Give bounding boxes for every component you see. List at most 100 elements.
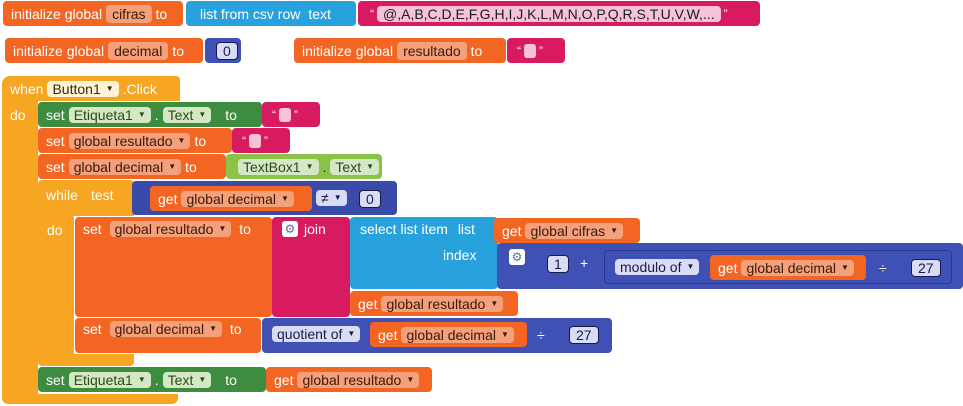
- list-from-csv-row-block[interactable]: list from csv row text: [186, 1, 356, 26]
- while-label: while: [46, 187, 78, 203]
- csv-text-block[interactable]: “ @,A,B,C,D,E,F,G,H,I,J,K,L,M,N,O,P,Q,R,…: [358, 1, 760, 26]
- math-operation-dropdown[interactable]: quotient of ▼: [272, 326, 361, 342]
- variable-dropdown[interactable]: global decimal▼: [181, 190, 294, 207]
- do-label: do: [47, 222, 63, 238]
- chevron-down-icon: ▼: [168, 161, 177, 171]
- set-global-resultado-join-block[interactable]: set global resultado▼ to: [75, 217, 272, 317]
- get-global-decimal-block[interactable]: get global decimal▼: [710, 255, 866, 280]
- close-quote-icon: ”: [723, 6, 728, 21]
- get-global-cifras-block[interactable]: get global cifras▼: [494, 218, 640, 243]
- get-global-resultado-block[interactable]: get global resultado▼: [350, 291, 518, 316]
- set-label: set: [83, 221, 102, 237]
- math-operation-dropdown[interactable]: modulo of▼: [615, 259, 700, 275]
- csv-text-field[interactable]: @,A,B,C,D,E,F,G,H,I,J,K,L,M,N,O,P,Q,R,S,…: [377, 5, 721, 22]
- init-global-decimal-block[interactable]: initialize global decimal to: [5, 38, 203, 63]
- variable-dropdown[interactable]: global decimal▼: [741, 259, 854, 276]
- init-global-label: initialize global: [13, 42, 105, 59]
- empty-text-block[interactable]: “ ”: [232, 128, 290, 153]
- var-name-decimal[interactable]: decimal: [108, 41, 169, 60]
- dot-label: .: [322, 158, 327, 175]
- empty-text-block[interactable]: “ ”: [262, 102, 320, 127]
- number-field-one[interactable]: 1: [547, 255, 569, 273]
- var-name-resultado[interactable]: resultado: [397, 41, 467, 60]
- variable-dropdown[interactable]: global decimal▼: [109, 321, 222, 337]
- property-dropdown[interactable]: Text▼: [162, 106, 212, 123]
- textbox-dropdown[interactable]: TextBox1▼: [238, 158, 319, 175]
- number-field-27[interactable]: 27: [569, 326, 599, 344]
- chevron-down-icon: ▼: [198, 109, 207, 119]
- chevron-down-icon: ▼: [500, 329, 509, 339]
- get-global-resultado-block[interactable]: get global resultado▼: [266, 367, 432, 392]
- init-global-cifras-block[interactable]: initialize global cifras to: [3, 1, 183, 26]
- get-global-decimal-block[interactable]: get global decimal▼: [370, 322, 527, 347]
- empty-text-field[interactable]: [249, 133, 261, 148]
- empty-text-field[interactable]: [524, 43, 536, 58]
- property-dropdown[interactable]: Text▼: [162, 371, 212, 388]
- number-block-zero[interactable]: 0: [205, 38, 241, 63]
- operator-dropdown[interactable]: ≠▼: [316, 190, 347, 206]
- chevron-down-icon: ▼: [610, 225, 619, 235]
- get-global-decimal-block[interactable]: get global decimal▼: [150, 186, 312, 211]
- chevron-down-icon: ▼: [333, 193, 342, 202]
- etiqueta-dropdown[interactable]: Etiqueta1▼: [68, 371, 151, 388]
- to-label: to: [194, 132, 207, 149]
- property-dropdown[interactable]: Text▼: [330, 158, 380, 175]
- divide-label: ÷: [879, 260, 887, 276]
- chevron-down-icon: ▼: [218, 224, 227, 233]
- set-label: set: [46, 371, 65, 388]
- etiqueta-dropdown[interactable]: Etiqueta1▼: [68, 106, 151, 123]
- open-quote-icon: “: [517, 43, 521, 58]
- list-param-label: list: [457, 221, 475, 237]
- close-quote-icon: ”: [294, 107, 298, 122]
- set-label: set: [46, 158, 65, 175]
- to-label: to: [172, 42, 184, 59]
- select-list-item-block[interactable]: select list item list index: [350, 217, 498, 289]
- number-field-27[interactable]: 27: [911, 259, 941, 277]
- empty-text-field[interactable]: [279, 107, 291, 122]
- to-label: to: [225, 371, 237, 388]
- join-block[interactable]: ⚙ join: [272, 217, 350, 317]
- variable-dropdown[interactable]: global resultado▼: [68, 132, 191, 149]
- variable-dropdown[interactable]: global decimal▼: [401, 326, 514, 343]
- chevron-down-icon: ▼: [137, 374, 146, 384]
- when-label: when: [10, 80, 44, 97]
- set-global-decimal-quotient-block[interactable]: set global decimal▼ to: [75, 318, 261, 353]
- set-etiqueta-text-result-block[interactable]: set Etiqueta1▼ . Text▼ to: [38, 367, 266, 392]
- chevron-down-icon: ▼: [347, 329, 356, 338]
- component-dropdown[interactable]: Button1▼: [47, 80, 119, 97]
- chevron-down-icon: ▼: [137, 109, 146, 119]
- join-label: join: [304, 221, 326, 237]
- variable-dropdown[interactable]: global decimal▼: [68, 158, 182, 175]
- set-etiqueta-text-block[interactable]: set Etiqueta1▼ . Text▼ to: [38, 102, 262, 127]
- to-label: to: [185, 158, 197, 175]
- gear-icon[interactable]: ⚙: [509, 249, 525, 265]
- empty-text-block[interactable]: “ ”: [507, 38, 565, 63]
- close-quote-icon: ”: [539, 43, 543, 58]
- variable-dropdown[interactable]: global resultado▼: [109, 221, 232, 237]
- variable-name: global decimal: [114, 321, 205, 337]
- textbox-text-block[interactable]: TextBox1▼ . Text▼: [226, 154, 382, 179]
- number-field-zero[interactable]: 0: [216, 41, 238, 60]
- textbox-name: TextBox1: [243, 158, 301, 175]
- open-quote-icon: “: [242, 133, 246, 148]
- variable-dropdown[interactable]: global cifras▼: [525, 222, 624, 239]
- set-global-resultado-block[interactable]: set global resultado▼ to: [38, 128, 232, 153]
- number-field-zero[interactable]: 0: [359, 190, 381, 208]
- list-from-csv-label: list from csv row: [200, 5, 301, 22]
- var-name-cifras[interactable]: cifras: [106, 4, 152, 23]
- variable-dropdown[interactable]: global resultado▼: [381, 295, 504, 312]
- event-left-bar: [2, 100, 38, 404]
- math-operation-name: quotient of: [277, 326, 343, 342]
- dot-label: .: [154, 371, 159, 388]
- init-global-resultado-block[interactable]: initialize global resultado to: [294, 38, 506, 63]
- set-global-decimal-block[interactable]: set global decimal▼ to: [38, 154, 226, 179]
- variable-dropdown[interactable]: global resultado▼: [297, 371, 420, 388]
- variable-name: global resultado: [386, 295, 486, 312]
- while-block[interactable]: [38, 180, 134, 216]
- property-name: Text: [167, 371, 194, 388]
- set-label: set: [46, 106, 65, 123]
- gear-icon[interactable]: ⚙: [282, 221, 298, 237]
- get-label: get: [358, 295, 378, 312]
- set-label: set: [83, 321, 102, 337]
- when-button-click-block[interactable]: when Button1▼ .Click: [2, 76, 180, 101]
